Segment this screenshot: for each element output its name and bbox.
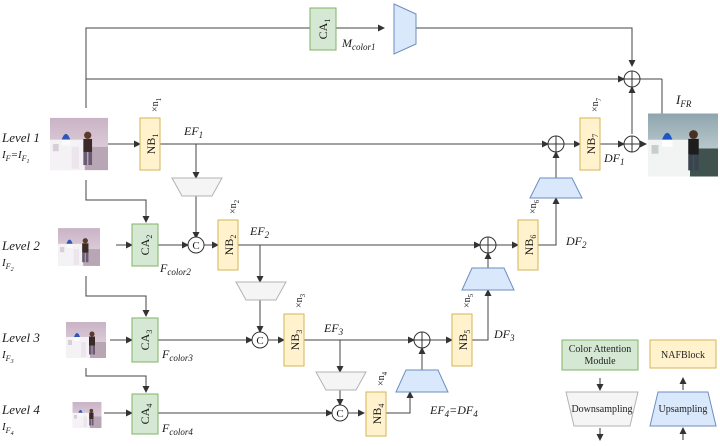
- nb5-label: NB5: [456, 330, 472, 351]
- nb2-block: [217, 219, 239, 271]
- nb6-block: [517, 219, 539, 271]
- color-attention-blocks: CA1 CA2 CA3 CA4: [131, 7, 337, 435]
- upsample-3: [529, 177, 583, 199]
- input-images: [50, 117, 108, 428]
- nb7-block: [579, 117, 601, 171]
- nb2-label: NB2: [222, 235, 238, 256]
- level4-sub: IF4: [1, 421, 14, 437]
- legend-up-shape: [649, 391, 717, 427]
- add-icon: [547, 135, 565, 153]
- ef3-label: EF3: [323, 321, 344, 337]
- ef1-label: EF1: [183, 124, 203, 140]
- df2-label: DF2: [565, 234, 587, 250]
- level2-label: Level 2: [1, 238, 40, 253]
- legend-downsampling: Downsampling: [571, 404, 632, 415]
- connections: [85, 24, 666, 417]
- repeat-n3: ×n3: [294, 293, 307, 308]
- concat-level4: [331, 404, 349, 422]
- add-icon: [623, 135, 641, 153]
- add-icon: [479, 236, 497, 254]
- nb3-block: [283, 313, 305, 367]
- df1-label: DF1: [603, 151, 625, 167]
- level2-sub: IF2: [1, 257, 14, 273]
- ca3-block: [131, 317, 159, 363]
- input-image-level3: [66, 322, 106, 358]
- f-color3-label: Fcolor3: [161, 347, 193, 363]
- ca4-block: [131, 393, 159, 435]
- concat-label: C: [192, 240, 199, 252]
- legend-ca-line2: Module: [584, 356, 616, 367]
- downsample-1: [171, 177, 223, 197]
- output-label: IFR: [675, 92, 692, 109]
- add-icon: [413, 331, 431, 349]
- upsample-top: [393, 3, 417, 55]
- ca2-block: [131, 223, 159, 267]
- nb4-label: NB4: [370, 404, 386, 425]
- repeat-n5: ×n5: [462, 293, 475, 308]
- upsample-1: [395, 369, 449, 393]
- concat-level3: [251, 331, 269, 349]
- input-image-level2: [58, 228, 100, 266]
- upsample-2: [461, 267, 515, 291]
- ef2-label: EF2: [249, 224, 270, 240]
- repeat-n7: ×n7: [590, 97, 603, 112]
- repeat-n1: ×n1: [150, 97, 163, 112]
- ef4-df4-label: EF4=DF4: [429, 403, 478, 419]
- feature-labels: Mcolor1 Fcolor2 Fcolor3 Fcolor4 EF1 EF2 …: [159, 36, 692, 437]
- legend-down-shape: [565, 391, 639, 427]
- f-color4-label: Fcolor4: [161, 421, 193, 437]
- nb5-block: [451, 313, 473, 367]
- nb3-label: NB3: [288, 330, 304, 351]
- legend-ca-line1: Color Attention: [569, 344, 632, 355]
- level4-label: Level 4: [1, 402, 40, 417]
- level1-sub: IF=IF1: [1, 149, 30, 165]
- level-labels: Level 1 IF=IF1 Level 2 IF2 Level 3 IF3 L…: [1, 130, 40, 437]
- sampling-blocks: [171, 3, 583, 393]
- ca1-label: CA1: [316, 19, 332, 40]
- nb1-block: [139, 117, 161, 171]
- legend-nb-box: [649, 339, 717, 369]
- add-icon: [623, 70, 641, 88]
- ca4-label: CA4: [138, 404, 154, 425]
- repeat-n2: ×n2: [228, 199, 241, 214]
- nb6-label: NB6: [522, 235, 538, 256]
- repeat-n6: ×n6: [528, 199, 541, 214]
- nb7-label: NB7: [584, 134, 600, 155]
- legend-ca-box: [561, 339, 639, 371]
- f-color2-label: Fcolor2: [159, 261, 191, 277]
- ca1-block: [309, 7, 337, 51]
- repeat-n4: ×n4: [376, 371, 389, 386]
- m-color1-label: Mcolor1: [341, 36, 376, 52]
- concat-label: C: [336, 408, 343, 420]
- nb4-block: [365, 391, 387, 437]
- level3-sub: IF3: [1, 349, 14, 365]
- nafblocks: NB1 NB2 NB3 NB4 NB5 NB6 NB7: [139, 117, 601, 437]
- legend: Color Attention Module NAFBlock Downsamp…: [561, 339, 717, 441]
- legend-upsampling: Upsampling: [659, 404, 708, 415]
- concat-label: C: [256, 335, 263, 347]
- ca3-label: CA3: [138, 330, 154, 351]
- downsample-3: [315, 371, 367, 391]
- nb1-label: NB1: [144, 134, 160, 155]
- operators: C C C: [187, 70, 641, 422]
- output-image: [648, 113, 718, 177]
- concat-level2: [187, 236, 205, 254]
- level1-label: Level 1: [1, 130, 40, 145]
- downsample-2: [235, 281, 287, 301]
- legend-nafblock: NAFBlock: [661, 350, 705, 361]
- input-image-level1: [50, 117, 108, 171]
- ca2-label: CA2: [138, 235, 154, 256]
- level3-label: Level 3: [1, 330, 40, 345]
- df3-label: DF3: [493, 327, 515, 343]
- input-image-level4: [72, 402, 102, 428]
